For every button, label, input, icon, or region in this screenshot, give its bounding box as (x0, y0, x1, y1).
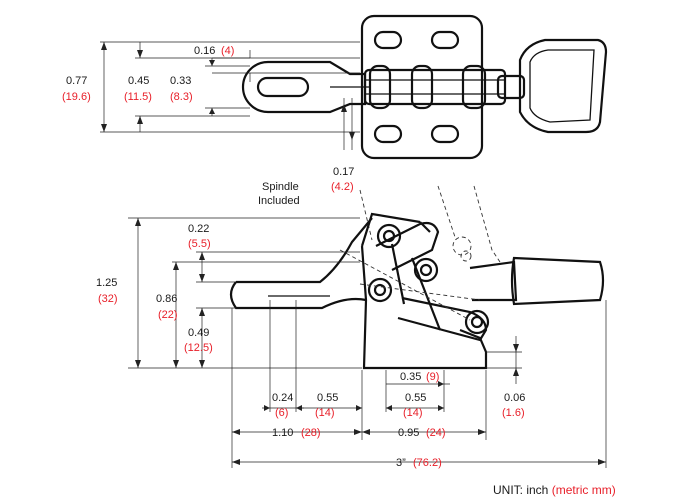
dim-077-inch: 0.77 (66, 75, 87, 87)
unit-label-inch: UNIT: inch (493, 483, 548, 497)
pin-body (461, 64, 487, 110)
dim-125-inch: 1.25 (96, 277, 117, 289)
dim-110-mm: (28) (301, 427, 321, 439)
unit-label: UNIT: inch (metric mm) (493, 483, 616, 497)
dim-055a-mm: (14) (315, 407, 335, 419)
dim-055b-mm: (14) (403, 407, 423, 419)
dim-035-inch: 0.35 (400, 371, 421, 383)
pivot-pin (464, 309, 490, 335)
dim-017-mm: (4.2) (331, 181, 354, 193)
top-dimensions (100, 41, 360, 150)
pivot-pin (367, 277, 393, 303)
pin-body (410, 64, 434, 110)
dim-086-mm: (22) (158, 309, 178, 321)
dim-033-mm: (8.3) (170, 91, 193, 103)
dim-045-inch: 0.45 (128, 75, 149, 87)
side-view (229, 185, 605, 370)
dim-055b-inch: 0.55 (405, 392, 426, 404)
pin-body (368, 64, 392, 110)
mount-slot (373, 30, 403, 50)
dim-3-inch: 3” (396, 457, 406, 469)
dim-045-mm: (11.5) (124, 91, 152, 103)
pivot-pin (376, 223, 402, 249)
dim-077-mm: (19.6) (62, 91, 91, 103)
mount-slot (373, 124, 403, 144)
spindle-note-line1: Spindle (262, 181, 299, 193)
dim-049-inch: 0.49 (188, 327, 209, 339)
bar-slot (256, 76, 310, 98)
dim-024-mm: (6) (275, 407, 288, 419)
dim-055a-inch: 0.55 (317, 392, 338, 404)
dim-125-mm: (32) (98, 293, 118, 305)
dim-049-mm: (12.5) (184, 342, 213, 354)
handle-grip-side (510, 256, 605, 306)
open-position-ghost (359, 185, 501, 263)
dim-006-inch: 0.06 (504, 392, 525, 404)
dim-006-mm: (1.6) (502, 407, 525, 419)
dim-022-mm: (5.5) (188, 238, 211, 250)
dim-024-inch: 0.24 (272, 392, 293, 404)
mount-slot (430, 30, 460, 50)
dim-3-mm: (76.2) (413, 457, 442, 469)
dim-110-inch: 1.10 (272, 427, 293, 439)
dim-095-mm: (24) (426, 427, 446, 439)
clamp-bar-top (241, 60, 367, 114)
unit-label-metric: (metric mm) (552, 483, 616, 497)
clamp-arm-side (229, 217, 373, 310)
dim-033-inch: 0.33 (170, 75, 191, 87)
top-view (241, 14, 608, 160)
dim-016-mm: (4) (221, 45, 234, 57)
dim-035-mm: (9) (426, 371, 439, 383)
pivot-pin (413, 257, 439, 283)
handle-grip-top (518, 38, 608, 134)
handle-stem (496, 74, 526, 100)
spindle-note-line2: Included (258, 195, 300, 207)
mount-slot (430, 124, 460, 144)
dim-016-inch: 0.16 (194, 45, 215, 57)
dim-017-inch: 0.17 (333, 166, 354, 178)
dim-086-inch: 0.86 (156, 293, 177, 305)
dim-022-inch: 0.22 (188, 223, 209, 235)
linkage-block (363, 68, 507, 106)
side-dimensions (128, 217, 607, 468)
dim-095-inch: 0.95 (398, 427, 419, 439)
handle-side (469, 260, 518, 302)
link-upper (375, 221, 440, 271)
